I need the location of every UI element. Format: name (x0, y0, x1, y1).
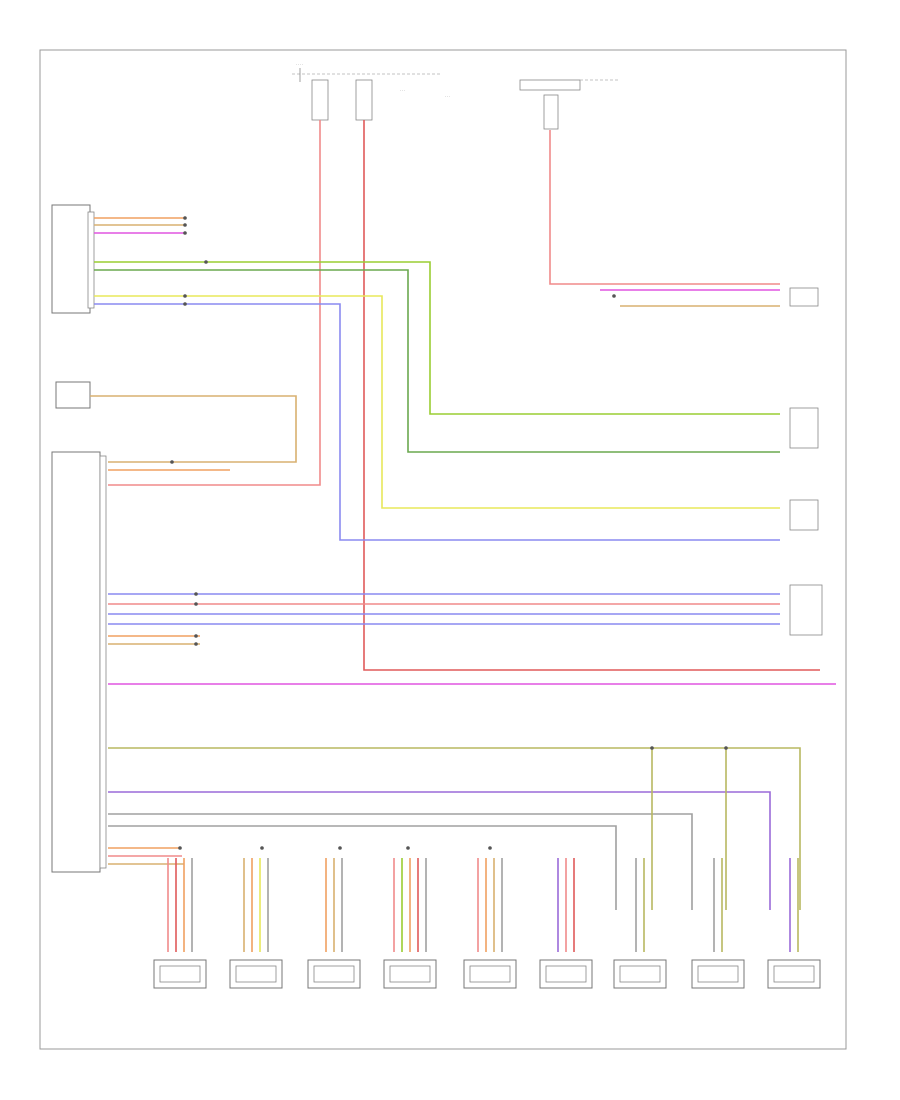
wheel-sensor-connector (389, 965, 431, 983)
splice-point-18 (406, 846, 410, 850)
steering-angle-sensor (789, 499, 823, 636)
wheel-sensor-connector (619, 965, 661, 983)
pressure-sensor (789, 407, 819, 449)
wheel-sensor-4 (383, 858, 437, 989)
splice-point-12 (194, 642, 198, 646)
wire-cm-gray-2 (108, 825, 617, 910)
wire-cm-purple (108, 791, 771, 910)
wheel-sensor-connector (159, 965, 201, 983)
splice-point-6 (183, 302, 187, 306)
wheel-sensors-group (153, 858, 821, 989)
diagram-border (39, 49, 847, 1050)
wheel-sensor-connector (469, 965, 511, 983)
wheel-sensor-connector (773, 965, 815, 983)
splice-point-2 (183, 223, 187, 227)
splice-point-1 (183, 216, 187, 220)
wire-dlm-yellow (94, 295, 780, 509)
svg-text:· · ·: · · · (400, 89, 405, 93)
wheel-sensor-7 (613, 858, 667, 989)
wire-fuse-right-red (549, 130, 780, 285)
wheel-sensor-9 (767, 858, 821, 989)
splice-point-15 (178, 846, 182, 850)
wheel-sensor-3 (307, 858, 361, 989)
yaw-sensor (789, 287, 819, 307)
wire-dlm-blue (94, 303, 780, 541)
wire-cm-olive (108, 747, 801, 910)
wheel-sensor-8 (691, 858, 745, 989)
wheel-sensor-5 (463, 858, 517, 989)
splice-point-19 (488, 846, 492, 850)
wheel-sensor-1 (153, 858, 207, 989)
brake-switch (55, 381, 91, 409)
wheel-sensor-connector (235, 965, 277, 983)
splice-point-16 (260, 846, 264, 850)
wheel-sensor-connector (545, 965, 587, 983)
wire-dlm-green-2 (94, 269, 780, 453)
wire-cm-gray-1 (108, 813, 693, 910)
splice-point-13 (650, 746, 654, 750)
splice-point-3 (183, 231, 187, 235)
splice-point-7 (612, 294, 616, 298)
wheel-sensor-2 (229, 858, 283, 989)
fuse-block-left: · · · · · · · · · · (292, 63, 450, 121)
splice-point-4 (204, 260, 208, 264)
wire-dlm-green-1 (94, 261, 780, 415)
svg-text:· · · ·: · · · · (296, 63, 303, 67)
wire-fuse-left2-red (363, 120, 820, 671)
splice-points-group (170, 216, 728, 850)
splice-point-5 (183, 294, 187, 298)
splice-point-8 (170, 460, 174, 464)
control-module (51, 451, 107, 873)
splice-point-17 (338, 846, 342, 850)
splice-point-10 (194, 602, 198, 606)
wheel-sensor-connector (313, 965, 355, 983)
splice-point-14 (724, 746, 728, 750)
wheel-sensor-connector (697, 965, 739, 983)
fuse-block-right (519, 79, 620, 130)
wire-brake-tan (90, 395, 297, 463)
data-link-module (51, 204, 95, 314)
splice-point-11 (194, 634, 198, 638)
svg-text:· · ·: · · · (445, 95, 450, 99)
wire-fuse-left-red (108, 120, 321, 486)
wires-group (90, 120, 836, 910)
wheel-sensor-6 (539, 858, 593, 989)
splice-point-9 (194, 592, 198, 596)
